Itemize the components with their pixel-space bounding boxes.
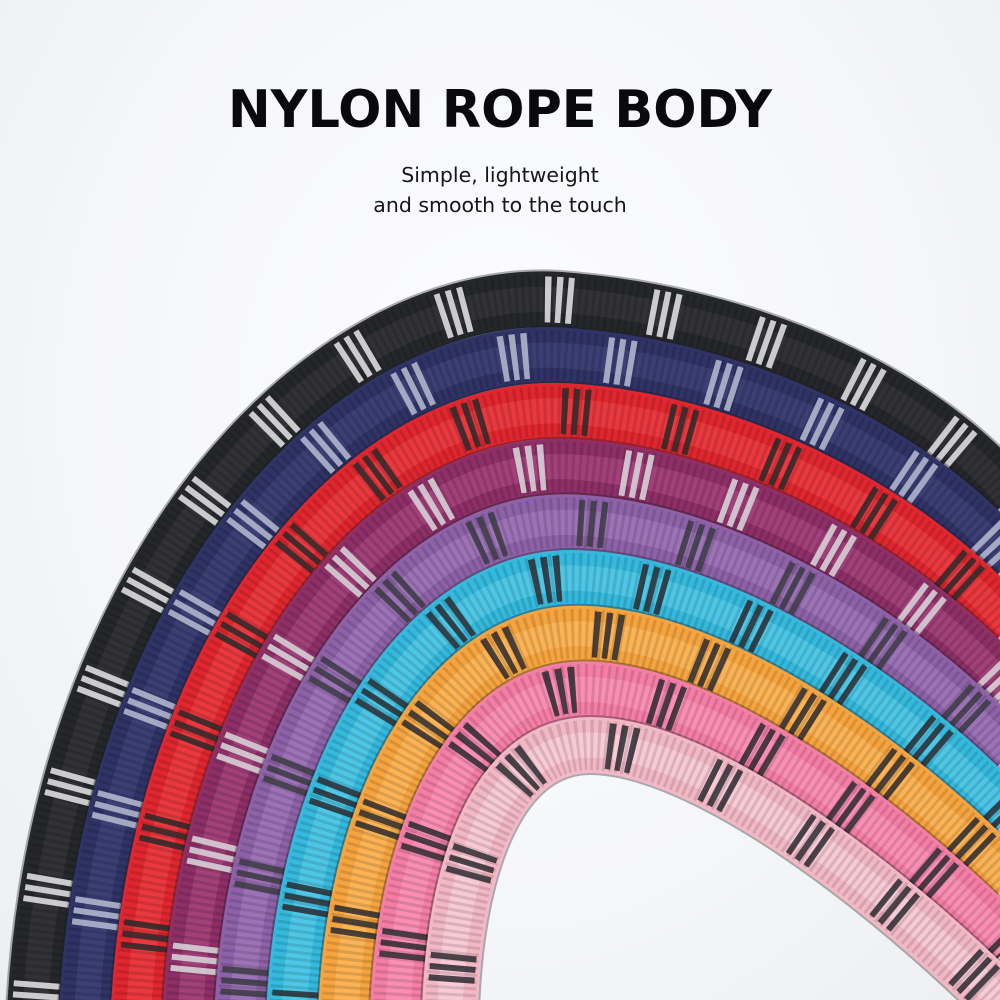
rope-purple [213, 492, 1000, 1000]
rope-cyan [264, 548, 1000, 1000]
subtitle-line-1: Simple, lightweight [401, 163, 599, 187]
headline: NYLON ROPE BODY [227, 80, 773, 140]
rope-light-pink [420, 714, 1000, 1000]
rope-navy [57, 325, 1000, 1000]
rope-pink [368, 659, 1000, 1000]
rope-red [109, 380, 1000, 1000]
subtitle: Simple, lightweight and smooth to the to… [0, 160, 1000, 220]
rope-group [5, 269, 1000, 1000]
subtitle-line-2: and smooth to the touch [373, 193, 627, 217]
rope-black [5, 269, 1000, 1000]
rope-orange [316, 603, 1000, 1000]
rope-plum [161, 436, 1000, 1000]
